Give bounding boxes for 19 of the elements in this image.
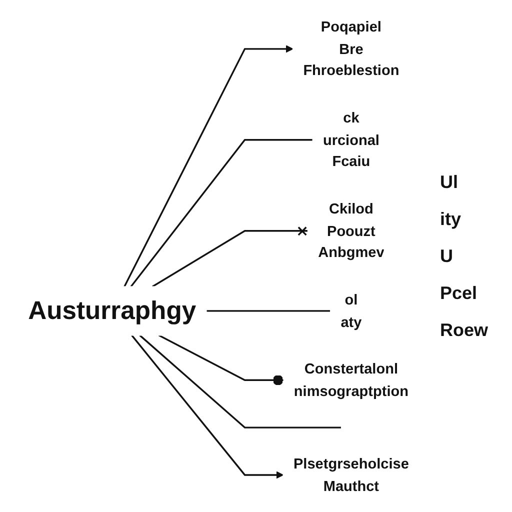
node-text: Poqapiel Bre Fhroeblestion — [302, 18, 399, 78]
connector — [152, 226, 308, 287]
text-label: Roew — [440, 320, 488, 340]
node-text: Austurraphgy — [28, 296, 196, 325]
connector — [206, 310, 330, 312]
node-text: Plsetgrseholcise Mauthct — [292, 455, 408, 494]
node-text: ck urcional Fcaiu — [322, 109, 379, 170]
node-text: Constertalonl nimsograptption — [293, 360, 408, 398]
text-label: U — [440, 246, 453, 266]
arrow — [130, 334, 284, 478]
node-text: ol aty — [340, 291, 362, 330]
text-label: Ul — [440, 172, 458, 192]
text-label: Pcel — [440, 282, 478, 304]
arrow — [123, 44, 293, 286]
connector — [158, 334, 284, 385]
text-label: ity — [440, 208, 462, 230]
connector — [130, 138, 312, 287]
node-text: Ckilod Poouzt Anbgmev — [318, 200, 384, 260]
connector — [138, 334, 340, 428]
